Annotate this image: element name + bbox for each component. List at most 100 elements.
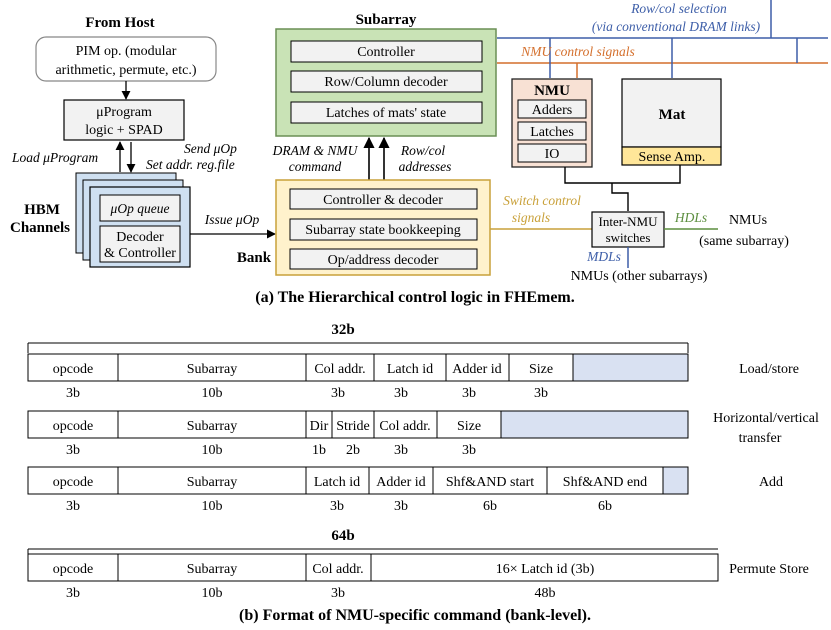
- inter-nmu-line2: switches: [606, 230, 651, 245]
- nmus-same-line2: (same subarray): [699, 234, 789, 249]
- issue-uop-label: Issue μOp: [204, 212, 260, 227]
- row2-bits-size: 3b: [462, 443, 476, 458]
- subarray-rowcol-decoder: Row/Column decoder: [324, 75, 448, 90]
- uop-queue-label: μOp queue: [110, 201, 170, 216]
- load-uprogram-label: Load μProgram: [11, 150, 98, 165]
- switch-control-line2: signals: [512, 210, 550, 225]
- from-host-title: From Host: [85, 15, 154, 31]
- send-uop-line1: Send μOp: [184, 141, 237, 156]
- row3-field-subarray: Subarray: [187, 475, 238, 490]
- uop-queue-box: [99, 194, 181, 222]
- row2-name-line1: Horizontal/vertical: [713, 411, 819, 426]
- row4-field-latches: 16× Latch id (3b): [496, 562, 595, 577]
- format-row-hv-transfer: opcode Subarray Dir Stride Col addr. Siz…: [27, 410, 819, 458]
- nmu-latches: Latches: [530, 125, 574, 140]
- bank-bookkeeping-box: [289, 218, 478, 241]
- uprogram-box: [63, 99, 185, 141]
- caption-b: (b) Format of NMU-specific command (bank…: [239, 607, 591, 624]
- row3-bits-shf-end: 6b: [598, 499, 612, 514]
- row2-field-size: Size: [457, 419, 481, 434]
- row2-spare: [500, 410, 689, 439]
- bank-controller-box: [289, 188, 478, 210]
- row1-bits-size: 3b: [534, 386, 548, 401]
- nmu-latches-box: [517, 121, 587, 141]
- nmu-io: IO: [545, 147, 560, 162]
- nmu-adders: Adders: [532, 103, 572, 118]
- row4-bits-coladdr: 3b: [331, 586, 345, 601]
- pim-op-line1: PIM op. (modular: [76, 44, 177, 59]
- row2-field-opcode: opcode: [53, 419, 93, 434]
- mat-box: [621, 78, 722, 148]
- nmus-other-label: NMUs (other subarrays): [571, 269, 708, 284]
- bank-label: Bank: [237, 250, 272, 266]
- row3-field-shf-start: Shf&AND start: [446, 475, 534, 490]
- row4-bits-opcode: 3b: [66, 586, 80, 601]
- row2-bits-opcode: 3b: [66, 443, 80, 458]
- subarray-latches-box: [290, 101, 483, 124]
- width-64-label: 64b: [331, 528, 354, 544]
- row3-bits-adderid: 3b: [394, 499, 408, 514]
- subarray-rowcol-box: [290, 70, 483, 93]
- subarray-controller-box: [290, 40, 483, 63]
- hbm-label-line1: HBM: [24, 202, 60, 218]
- row2-bits-dir: 1b: [312, 443, 326, 458]
- send-uop-line2: Set addr. reg.file: [146, 157, 235, 172]
- row4-field-coladdr: Col addr.: [312, 562, 363, 577]
- format-row-permute-store: opcode Subarray Col addr. 16× Latch id (…: [27, 553, 809, 601]
- bank-bookkeeping: Subarray state bookkeeping: [305, 223, 461, 238]
- row1-spare: [572, 353, 689, 382]
- mat-label: Mat: [659, 107, 686, 123]
- rowcol-selection-line1: Row/col selection: [630, 1, 727, 16]
- row2-bits-coladdr: 3b: [394, 443, 408, 458]
- row1-bits-subarray: 10b: [202, 386, 223, 401]
- row2-name-line2: transfer: [739, 431, 782, 446]
- row3-frame: [27, 466, 689, 495]
- hbm-label-line2: Channels: [10, 220, 70, 236]
- row1-bits-latchid: 3b: [394, 386, 408, 401]
- row3-field-shf-end: Shf&AND end: [563, 475, 647, 490]
- row3-field-opcode: opcode: [53, 475, 93, 490]
- row4-field-subarray: Subarray: [187, 562, 238, 577]
- inter-nmu-line1: Inter-NMU: [599, 214, 659, 229]
- row1-field-adderid: Adder id: [452, 362, 501, 377]
- decoder-line1: Decoder: [116, 230, 164, 245]
- rowcol-addr-line2: addresses: [399, 159, 452, 174]
- dram-cmd-line2: command: [289, 159, 342, 174]
- row1-field-opcode: opcode: [53, 362, 93, 377]
- row3-name: Add: [759, 475, 783, 490]
- subarray-title: Subarray: [356, 12, 417, 28]
- row4-bits-latches: 48b: [535, 586, 556, 601]
- row1-field-latchid: Latch id: [387, 362, 433, 377]
- row2-bits-subarray: 10b: [202, 443, 223, 458]
- nmu-adders-box: [517, 99, 587, 119]
- row2-field-coladdr: Col addr.: [379, 419, 430, 434]
- row3-field-adderid: Adder id: [376, 475, 425, 490]
- sense-amp-label: Sense Amp.: [639, 150, 706, 165]
- inter-nmu-switch-box: [591, 211, 665, 248]
- uprogram-line2: logic + SPAD: [85, 123, 162, 138]
- width-32-label: 32b: [331, 322, 354, 338]
- row3-bits-latchid: 3b: [330, 499, 344, 514]
- nmu-control-label: NMU control signals: [520, 44, 635, 59]
- bank-opaddr: Op/address decoder: [328, 253, 439, 268]
- row4-bits-subarray: 10b: [202, 586, 223, 601]
- nmu-title: NMU: [534, 83, 570, 99]
- row2-field-subarray: Subarray: [187, 419, 238, 434]
- row2-bits-stride: 2b: [346, 443, 360, 458]
- link-to-switch: [611, 183, 629, 211]
- row4-field-opcode: opcode: [53, 562, 93, 577]
- row1-bits-coladdr: 3b: [331, 386, 345, 401]
- nmus-same-line1: NMUs: [729, 213, 767, 228]
- row2-field-stride: Stride: [336, 419, 369, 434]
- row3-bits-shf-start: 6b: [483, 499, 497, 514]
- row4-frame: [27, 553, 719, 582]
- uprogram-line1: μProgram: [96, 105, 152, 120]
- row1-field-coladdr: Col addr.: [314, 362, 365, 377]
- subarray-latches: Latches of mats' state: [326, 106, 446, 121]
- row4-name: Permute Store: [729, 562, 809, 577]
- row1-field-subarray: Subarray: [187, 362, 238, 377]
- rowcol-addr-line1: Row/col: [400, 143, 445, 158]
- row1-name: Load/store: [739, 362, 799, 377]
- row3-bits-subarray: 10b: [202, 499, 223, 514]
